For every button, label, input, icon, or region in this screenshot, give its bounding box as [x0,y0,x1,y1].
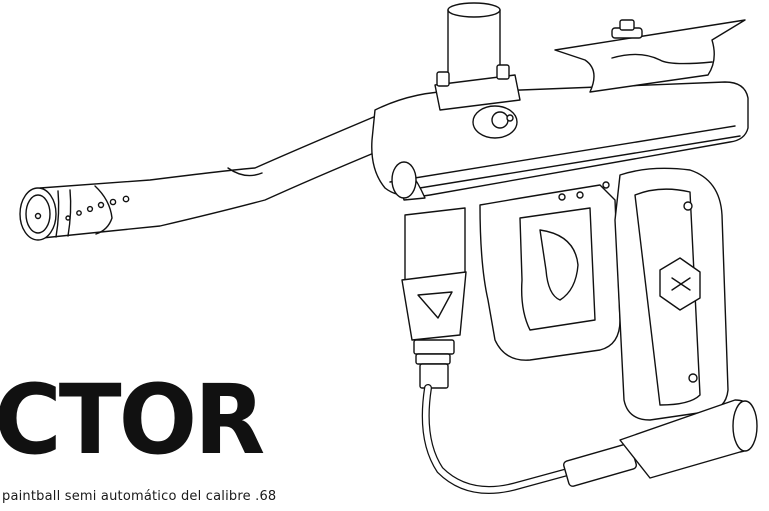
top-rail [554,19,746,93]
brand-wordmark: CTOR [0,364,265,476]
receiver [371,81,749,201]
barrel-ports [65,195,130,221]
cocking-knob [472,105,518,139]
barrel [39,107,411,239]
product-caption: paintball semi automático del calibre .6… [2,489,277,504]
muzzle [19,187,57,241]
trigger-frame [479,181,621,361]
gas-line [421,384,758,494]
feed-neck [434,2,521,111]
vertical-regulator [401,207,467,389]
grip [614,167,729,421]
